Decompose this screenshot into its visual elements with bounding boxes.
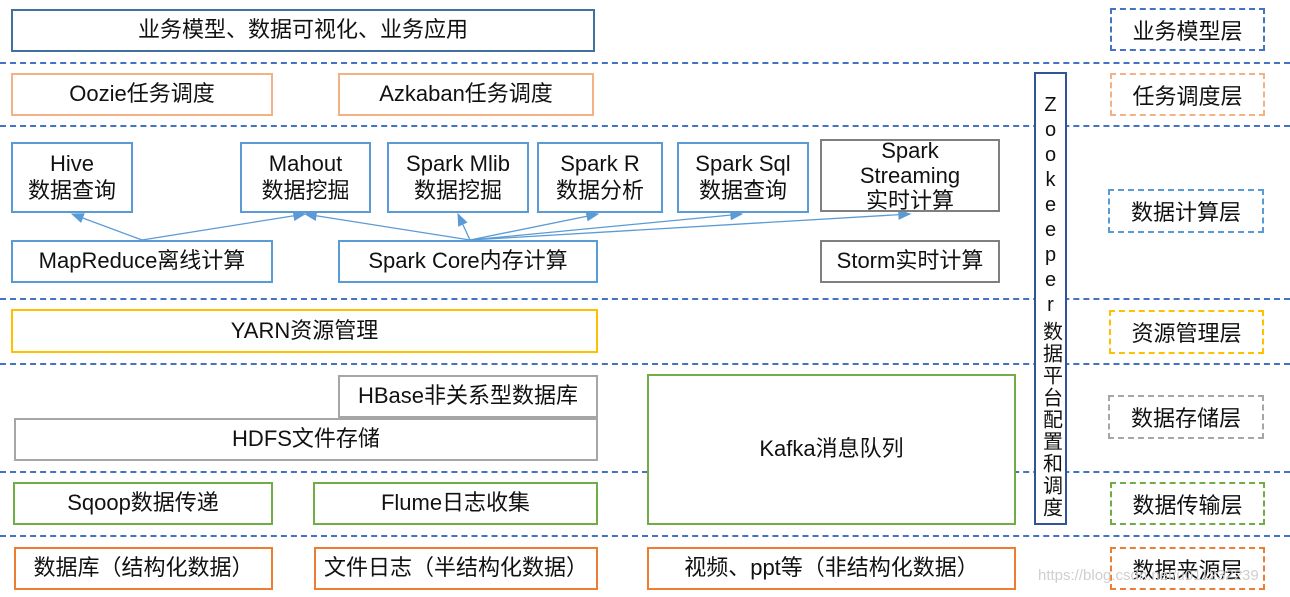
layer-resource: 资源管理层 bbox=[1109, 310, 1264, 354]
spark-mlib-subtitle: 数据挖掘 bbox=[413, 177, 502, 203]
business-application-label: 业务模型、数据可视化、业务应用 bbox=[137, 17, 468, 43]
layer-source-label: 数据来源层 bbox=[1132, 557, 1243, 583]
layer-source: 数据来源层 bbox=[1110, 547, 1265, 590]
layer-transport: 数据传输层 bbox=[1110, 482, 1265, 525]
video-source-label: 视频、ppt等（非结构化数据） bbox=[684, 555, 979, 581]
layer-storage-label: 数据存储层 bbox=[1130, 406, 1241, 431]
hdfs-box: HDFS文件存储 bbox=[14, 418, 598, 461]
hbase-label: HBase非关系型数据库 bbox=[357, 383, 579, 409]
spark-sql-box: Spark Sql 数据查询 bbox=[677, 142, 809, 213]
arrow-sparkcore-sql bbox=[469, 209, 744, 241]
mahout-subtitle: 数据挖掘 bbox=[261, 177, 350, 203]
spark-streaming-line2: Streaming bbox=[859, 162, 961, 188]
yarn-box: YARN资源管理 bbox=[11, 309, 598, 353]
business-application-box: 业务模型、数据可视化、业务应用 bbox=[11, 9, 595, 52]
sqoop-label: Sqoop数据传递 bbox=[67, 490, 219, 516]
layer-transport-label: 数据传输层 bbox=[1132, 492, 1243, 518]
file-log-source-box: 文件日志（半结构化数据） bbox=[314, 547, 598, 590]
zookeeper-label: Zookeeper bbox=[1039, 94, 1062, 319]
arrow-sparkcore-r bbox=[469, 211, 600, 241]
database-source-label: 数据库（结构化数据） bbox=[33, 555, 254, 581]
arrow-sparkcore-mahout bbox=[303, 210, 471, 241]
mahout-title: Mahout bbox=[268, 151, 343, 177]
flume-box: Flume日志收集 bbox=[313, 482, 598, 525]
flume-label: Flume日志收集 bbox=[380, 490, 531, 516]
layer-business: 业务模型层 bbox=[1110, 8, 1265, 51]
separator-3 bbox=[0, 298, 1290, 300]
separator-2 bbox=[0, 125, 1290, 127]
layer-storage: 数据存储层 bbox=[1108, 395, 1264, 439]
zookeeper-box: Zookeeper 数据平台配置和调度 bbox=[1034, 72, 1067, 525]
mapreduce-label: MapReduce离线计算 bbox=[38, 248, 246, 274]
storm-label: Storm实时计算 bbox=[836, 248, 984, 274]
database-source-box: 数据库（结构化数据） bbox=[14, 547, 273, 590]
azkaban-label: Azkaban任务调度 bbox=[379, 81, 553, 107]
layer-schedule: 任务调度层 bbox=[1110, 73, 1265, 116]
yarn-label: YARN资源管理 bbox=[230, 317, 379, 343]
file-log-source-label: 文件日志（半结构化数据） bbox=[323, 555, 588, 581]
spark-r-box: Spark R 数据分析 bbox=[537, 142, 663, 213]
spark-core-box: Spark Core内存计算 bbox=[338, 240, 598, 283]
separator-4 bbox=[0, 363, 1290, 365]
separator-6 bbox=[0, 535, 1290, 537]
watermark: https://blog.csdn.net/u011232239 bbox=[1038, 567, 1259, 584]
spark-mlib-box: Spark Mlib 数据挖掘 bbox=[387, 142, 529, 213]
sqoop-box: Sqoop数据传递 bbox=[13, 482, 273, 525]
hdfs-label: HDFS文件存储 bbox=[232, 426, 380, 452]
arrow-sparkcore-mlib bbox=[457, 212, 471, 241]
arrow-sparkcore-streaming bbox=[469, 209, 912, 241]
video-source-box: 视频、ppt等（非结构化数据） bbox=[647, 547, 1016, 590]
mahout-box: Mahout 数据挖掘 bbox=[240, 142, 371, 213]
storm-box: Storm实时计算 bbox=[820, 240, 1000, 283]
spark-sql-subtitle: 数据查询 bbox=[698, 177, 787, 203]
kafka-box: Kafka消息队列 bbox=[647, 374, 1016, 525]
spark-core-label: Spark Core内存计算 bbox=[368, 248, 568, 274]
arrow-mapreduce-hive bbox=[70, 213, 143, 241]
mapreduce-box: MapReduce离线计算 bbox=[11, 240, 273, 283]
spark-r-subtitle: 数据分析 bbox=[555, 177, 644, 203]
layer-compute-label: 数据计算层 bbox=[1130, 200, 1241, 225]
layer-resource-label: 资源管理层 bbox=[1131, 321, 1242, 346]
spark-sql-title: Spark Sql bbox=[695, 151, 791, 177]
hive-subtitle: 数据查询 bbox=[27, 177, 116, 203]
arrow-mapreduce-mahout bbox=[141, 210, 307, 241]
spark-mlib-title: Spark Mlib bbox=[406, 151, 510, 177]
oozie-label: Oozie任务调度 bbox=[69, 81, 215, 107]
separator-5 bbox=[0, 471, 1290, 473]
spark-r-title: Spark R bbox=[560, 151, 640, 177]
zookeeper-subtitle: 数据平台配置和调度 bbox=[1039, 321, 1062, 519]
hive-box: Hive 数据查询 bbox=[11, 142, 133, 213]
oozie-box: Oozie任务调度 bbox=[11, 73, 273, 116]
spark-streaming-line3: 实时计算 bbox=[865, 188, 954, 214]
spark-streaming-box: Spark Streaming 实时计算 bbox=[820, 137, 1000, 214]
separator-1 bbox=[0, 62, 1290, 64]
azkaban-box: Azkaban任务调度 bbox=[338, 73, 594, 116]
spark-streaming-line1: Spark bbox=[881, 137, 939, 163]
layer-business-label: 业务模型层 bbox=[1132, 18, 1243, 44]
layer-compute: 数据计算层 bbox=[1108, 189, 1264, 233]
hbase-box: HBase非关系型数据库 bbox=[338, 375, 598, 418]
layer-schedule-label: 任务调度层 bbox=[1132, 83, 1243, 109]
kafka-label: Kafka消息队列 bbox=[759, 436, 904, 462]
hive-title: Hive bbox=[49, 151, 94, 177]
